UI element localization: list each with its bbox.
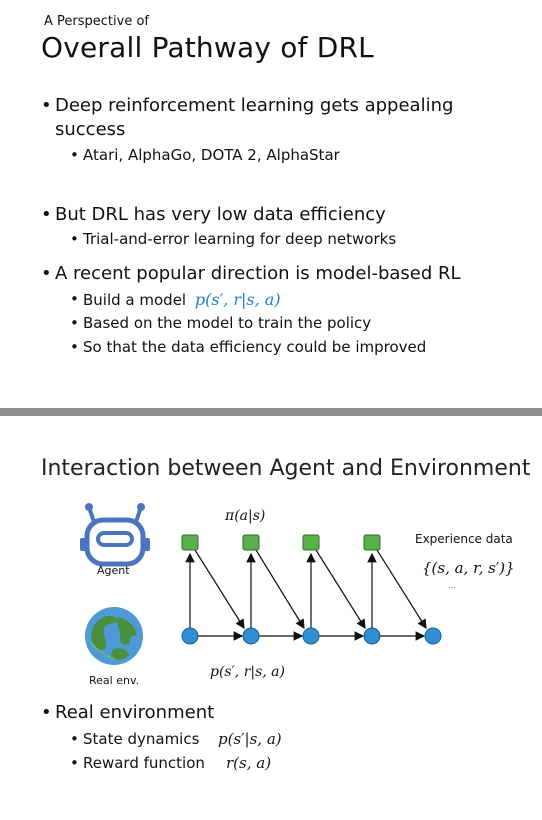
action-to-next-state-arrow: [376, 549, 427, 630]
subbullet-state-dynamics: State dynamics: [70, 730, 200, 748]
subbullet-trial-error: Trial-and-error learning for deep networ…: [70, 230, 397, 248]
experience-ellipsis: ...: [448, 581, 456, 590]
experience-label: Experience data: [415, 532, 513, 546]
subbullet-success-examples: Atari, AlphaGo, DOTA 2, AlphaStar: [70, 146, 340, 164]
bullet-real-environment: Real environment: [41, 702, 215, 723]
state-node: [181, 627, 199, 645]
subbullet-train-policy-text: Based on the model to train the policy: [83, 314, 372, 332]
bullet-low-efficiency: But DRL has very low data efficiency: [41, 204, 386, 225]
bullet-drl-success: Deep reinforcement learning gets appeali…: [41, 95, 454, 116]
robot-icon: [80, 503, 150, 567]
slide-divider: [0, 408, 542, 416]
subbullet-efficiency-improved: So that the data efficiency could be imp…: [70, 338, 427, 356]
model-formula: p(s′, r|s, a): [194, 290, 281, 309]
bullet-real-environment-text: Real environment: [55, 702, 215, 723]
policy-formula: π(a|s): [225, 508, 266, 524]
action-node: [242, 534, 260, 551]
subbullet-efficiency-improved-text: So that the data efficiency could be imp…: [83, 338, 427, 356]
bullet-drl-success-line1: Deep reinforcement learning gets appeali…: [55, 95, 454, 116]
slide-kicker: A Perspective of: [44, 14, 149, 29]
subbullet-build-model: Build a model p(s′, r|s, a): [70, 290, 281, 309]
slide-title: Overall Pathway of DRL: [41, 31, 374, 64]
mdp-diagram: [181, 534, 442, 645]
state-node: [424, 627, 442, 645]
state-node: [242, 627, 260, 645]
state-dynamics-label: State dynamics: [83, 730, 200, 748]
bullet-low-efficiency-text: But DRL has very low data efficiency: [55, 204, 386, 225]
bullet-drl-success-line2: success: [55, 119, 126, 140]
reward-function-formula: r(s, a): [226, 754, 272, 772]
bullet-drl-success-continued: success: [55, 119, 125, 140]
slide-title: Interaction between Agent and Environmen…: [41, 456, 531, 481]
state-node: [363, 627, 381, 645]
bullet-model-based-text: A recent popular direction is model-base…: [55, 263, 461, 284]
earth-icon: [85, 607, 143, 665]
agent-label: Agent: [97, 564, 130, 577]
experience-formula: {(s, a, r, s′)}: [422, 559, 515, 577]
subbullet-reward-function: Reward function: [70, 754, 205, 772]
action-node: [181, 534, 199, 551]
state-node: [302, 627, 320, 645]
slide-overall-pathway: A Perspective of Overall Pathway of DRL …: [0, 0, 542, 408]
subbullet-build-model-text: Build a model: [83, 291, 187, 309]
state-dynamics-formula: p(s′|s, a): [218, 730, 282, 748]
slide-interaction: Interaction between Agent and Environmen…: [0, 416, 542, 820]
action-to-next-state-arrow: [315, 549, 366, 630]
subbullet-trial-error-text: Trial-and-error learning for deep networ…: [83, 230, 397, 248]
subbullet-train-policy: Based on the model to train the policy: [70, 314, 372, 332]
action-node: [302, 534, 320, 551]
action-node: [363, 534, 381, 551]
real-env-label: Real env.: [89, 674, 140, 687]
subbullet-success-examples-text: Atari, AlphaGo, DOTA 2, AlphaStar: [83, 146, 340, 164]
reward-function-label: Reward function: [83, 754, 205, 772]
action-to-next-state-arrow: [255, 549, 305, 630]
action-to-next-state-arrow: [194, 549, 245, 630]
bullet-model-based: A recent popular direction is model-base…: [41, 263, 461, 284]
transition-formula: p(s′, r|s, a): [210, 664, 285, 680]
